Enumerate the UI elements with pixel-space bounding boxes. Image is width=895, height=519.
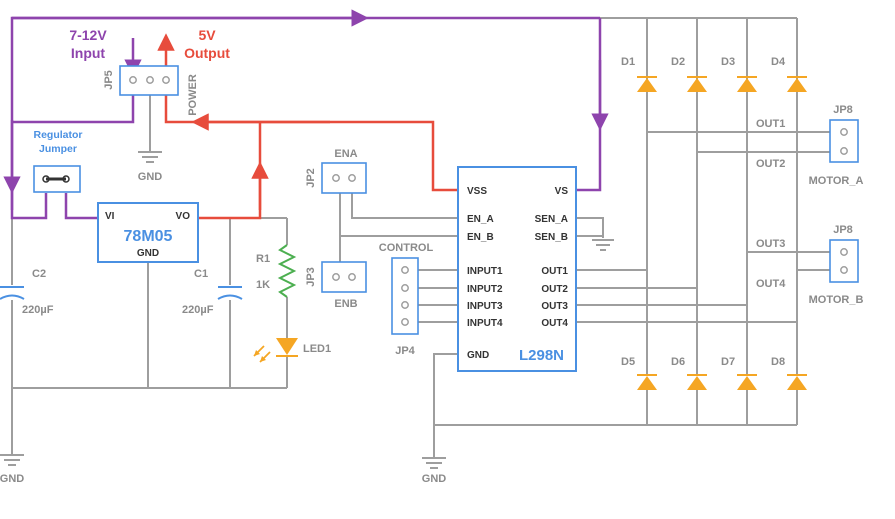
motor-b-connector [829,239,859,283]
regulator-jumper-label-line2: Jumper [39,143,77,155]
reg-vo-label: VO [176,211,191,222]
c1-value: 220µF [182,304,214,316]
c1-label: C1 [194,268,208,280]
jp5-gnd-label: GND [138,171,163,183]
pin-gnd: GND [467,350,489,361]
input-voltage-label: 7-12V [69,27,107,43]
d4-label: D4 [771,56,786,68]
left-gnd-label: GND [0,473,24,485]
out4-label: OUT4 [756,278,786,290]
control-label: CONTROL [379,242,434,254]
output-voltage-label: 5V [198,27,216,43]
diodes-top-row [637,76,807,92]
pin-en-a: EN_A [467,214,494,225]
ena-label: ENA [334,148,357,160]
capacitor-c2: C2 220µF [0,268,54,316]
regulator-jumper [33,165,81,193]
motor-a-connector [829,119,859,163]
output-wires [157,33,458,220]
pin-out1: OUT1 [541,266,568,277]
pin-input1: INPUT1 [467,266,503,277]
driver-name: L298N [519,347,564,364]
pin-sen-b: SEN_B [535,232,568,243]
motor-a-label: MOTOR_A [809,175,864,187]
pin-vs: VS [555,186,569,197]
motor-b-label: MOTOR_B [809,294,864,306]
l298n-driver: VSS VS EN_A EN_B SEN_A SEN_B INPUT1 INPU… [457,166,577,372]
driver-gnd-label: GND [422,473,447,485]
pin-sen-a: SEN_A [535,214,568,225]
c2-value: 220µF [22,304,54,316]
r1-label: R1 [256,253,270,265]
jp2-ena-jumper: JP2 [305,162,367,194]
d7-label: D7 [721,356,735,368]
gray-wires [0,17,830,469]
reg-name: 78M05 [124,228,173,245]
diodes-bottom-row [637,374,807,390]
c2-label: C2 [32,268,46,280]
d8-label: D8 [771,356,785,368]
pin-out3: OUT3 [541,301,568,312]
pin-out4: OUT4 [541,318,568,329]
jp4-label: JP4 [395,345,415,357]
regulator-jumper-label-line1: Regulator [33,129,82,141]
input-label: Input [71,45,106,61]
jp3-label: JP3 [305,267,317,287]
r1-value: 1K [256,279,270,291]
pin-vss: VSS [467,186,487,197]
led1-label: LED1 [303,343,331,355]
pin-en-b: EN_B [467,232,494,243]
out1-label: OUT1 [756,118,785,130]
d2-label: D2 [671,56,685,68]
pin-out2: OUT2 [541,284,568,295]
pin-input3: INPUT3 [467,301,503,312]
led1: LED1 [253,338,331,363]
d3-label: D3 [721,56,735,68]
power-label: POWER [187,74,199,116]
capacitor-c1: C1 220µF [182,268,243,316]
pin-input4: INPUT4 [467,318,503,329]
jp5-power-jumper: JP5 POWER [103,65,199,116]
jp8-b-label: JP8 [833,224,853,236]
jp3-enb-jumper: JP3 [305,261,367,293]
reg-gnd-label: GND [137,248,159,259]
jp8-a-label: JP8 [833,104,853,116]
out3-label: OUT3 [756,238,785,250]
d5-label: D5 [621,356,635,368]
jp2-label: JP2 [305,168,317,188]
regulator-78m05: VI VO 78M05 GND [97,202,199,263]
d1-label: D1 [621,56,635,68]
d6-label: D6 [671,356,685,368]
jp5-label: JP5 [103,70,115,90]
pin-input2: INPUT2 [467,284,503,295]
resistor-r1: R1 1K [256,244,297,298]
enb-label: ENB [334,298,357,310]
reg-vi-label: VI [105,211,115,222]
jp4-control-header [391,257,419,335]
output-label: Output [184,45,230,61]
out2-label: OUT2 [756,158,785,170]
